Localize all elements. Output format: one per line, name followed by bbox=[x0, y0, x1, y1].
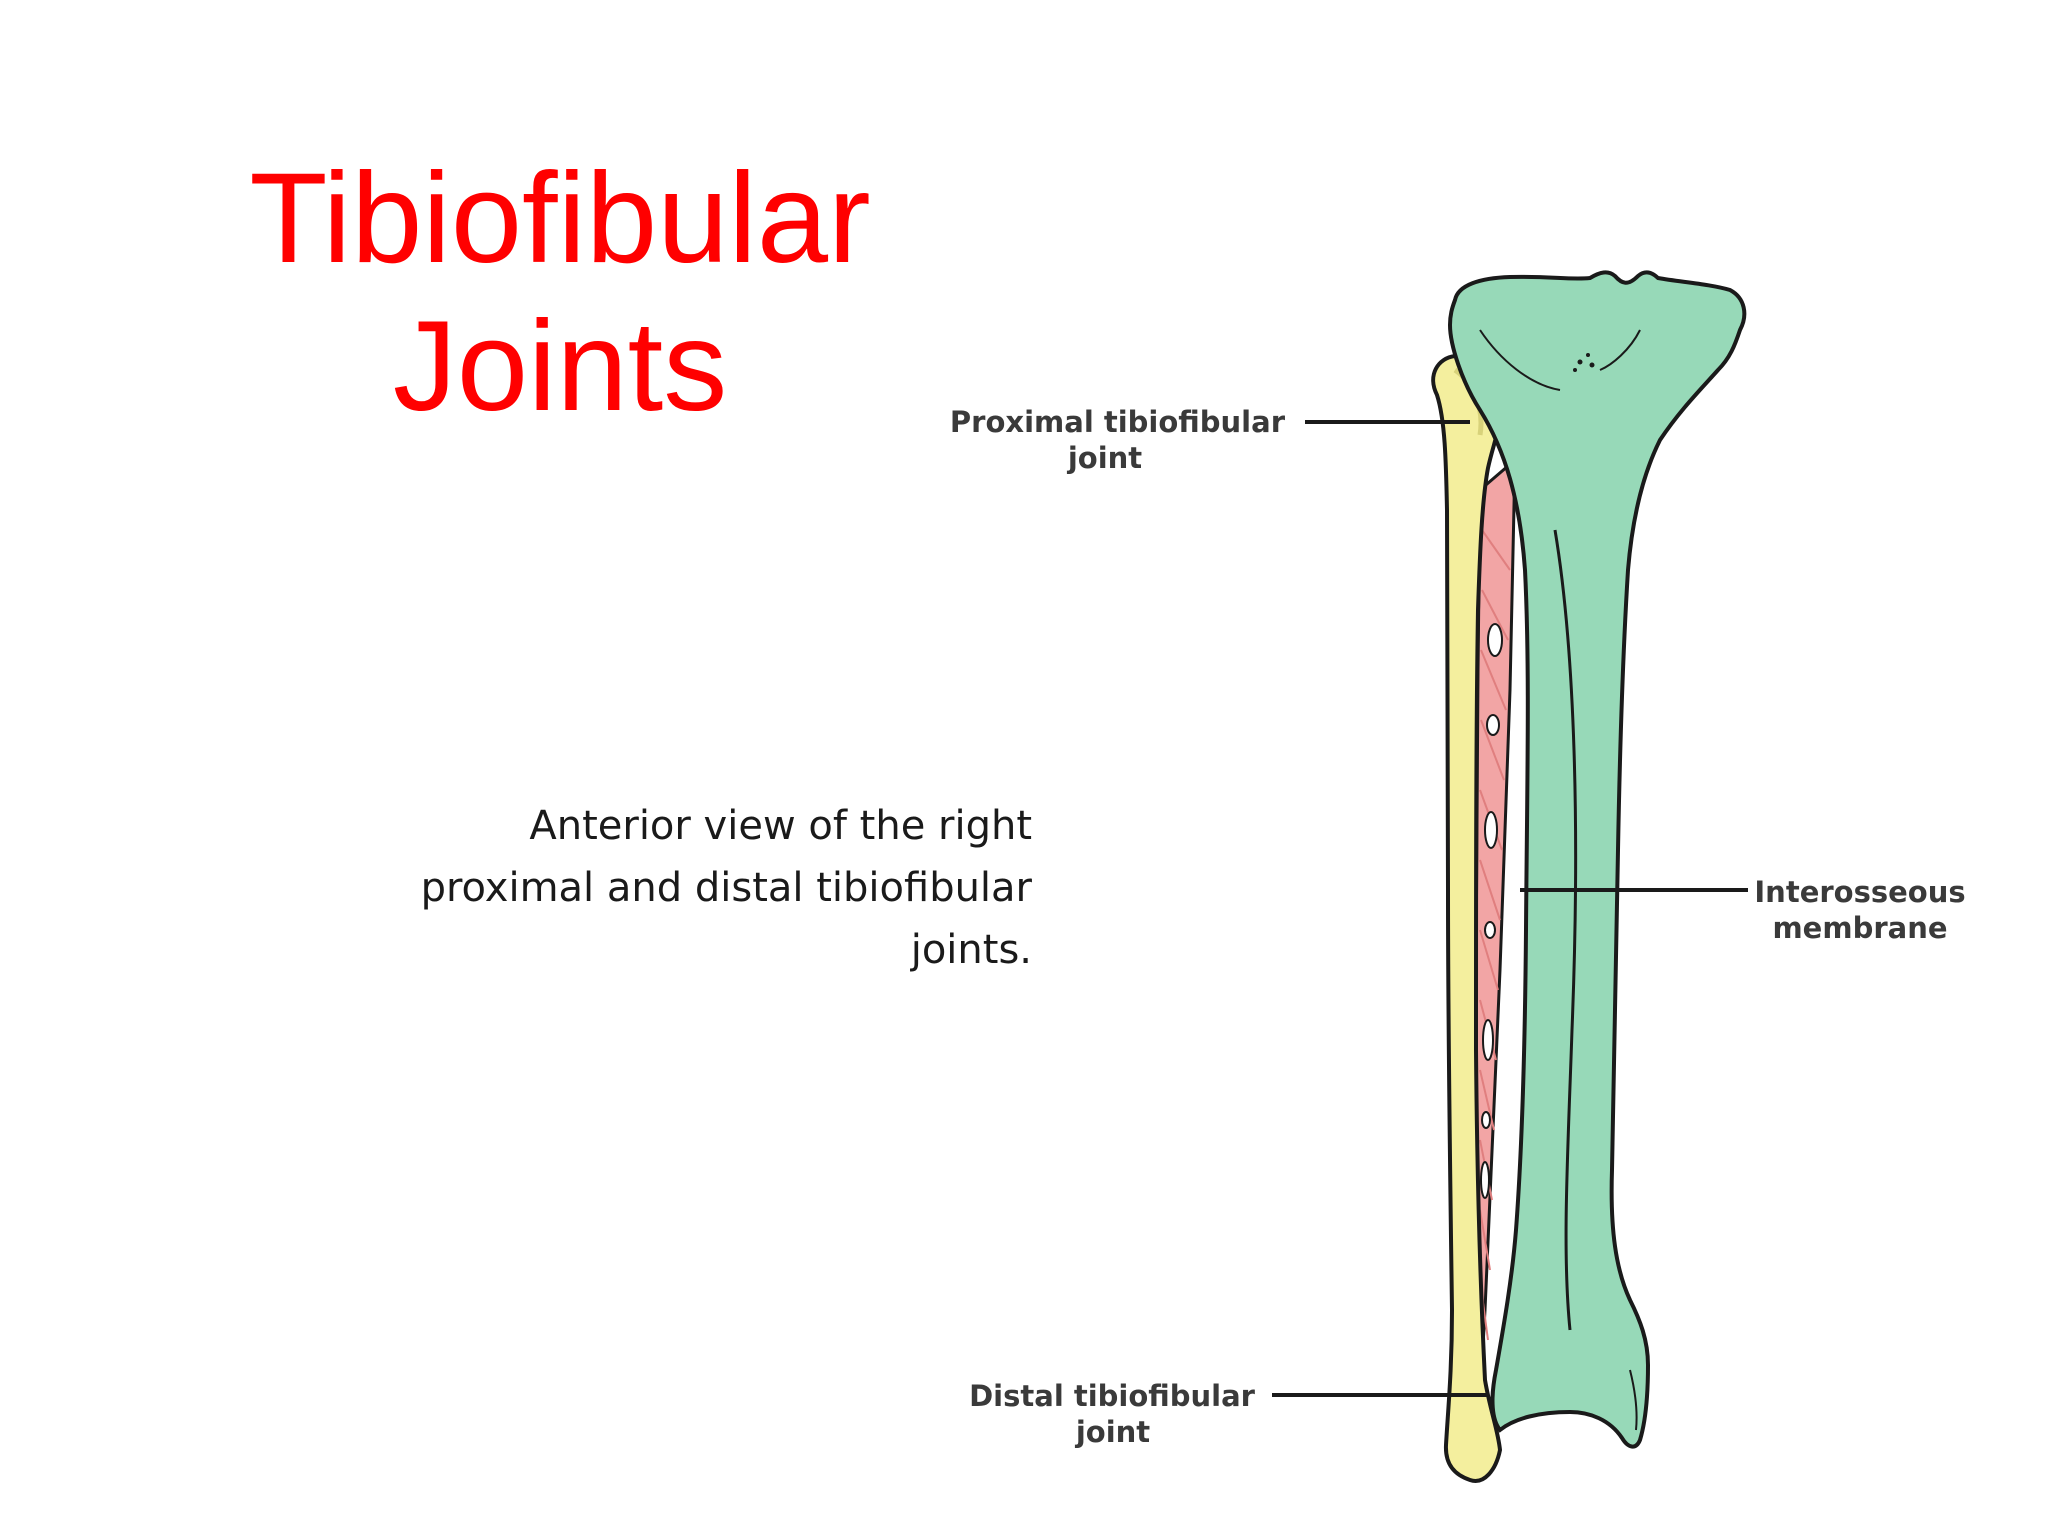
tibia-bone bbox=[1447, 270, 1747, 1449]
caption-line-2: proximal and distal tibiofibular bbox=[420, 865, 1032, 911]
tibia-tuberosity-marks bbox=[1573, 353, 1595, 372]
interosseous-label-line-2: membrane bbox=[1772, 911, 1947, 945]
title-line-1: Tibiofibular bbox=[249, 147, 871, 290]
membrane-openings bbox=[1480, 623, 1503, 1199]
caption-line-1: Anterior view of the right bbox=[529, 803, 1032, 849]
tibia-shaft-shading bbox=[1553, 529, 1578, 1331]
caption-line-3: joints. bbox=[910, 927, 1032, 973]
tibia-fibula-diagram: Proximal tibiofibular joint Interosseous… bbox=[940, 270, 1980, 1536]
anatomy-illustration: Proximal tibiofibular joint Interosseous… bbox=[950, 270, 1966, 1483]
title-line-2: Joints bbox=[392, 295, 728, 438]
tibia-condyle-detail bbox=[1479, 329, 1641, 391]
medial-malleolus-detail bbox=[1629, 1369, 1638, 1431]
slide-title: Tibiofibular Joints bbox=[200, 145, 920, 441]
proximal-joint-label-line-1: Proximal tibiofibular bbox=[950, 405, 1286, 439]
interosseous-label-line-1: Interosseous bbox=[1754, 875, 1965, 909]
proximal-joint-label-line-2: joint bbox=[1067, 441, 1142, 475]
distal-joint-label-line-2: joint bbox=[1075, 1415, 1150, 1449]
figure-caption: Anterior view of the right proximal and … bbox=[360, 795, 1032, 981]
distal-joint-label-line-1: Distal tibiofibular bbox=[969, 1379, 1256, 1413]
